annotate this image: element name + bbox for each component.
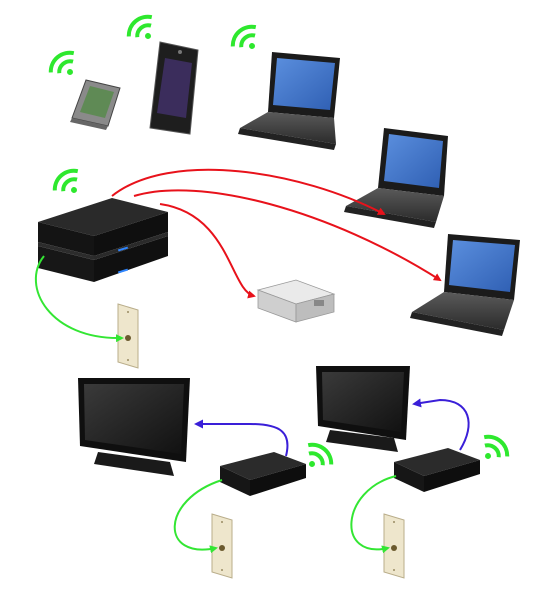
wifi-icon-tablet xyxy=(126,14,153,39)
tablet xyxy=(149,41,199,135)
coax-line-stb-right-to-outlet xyxy=(350,475,397,554)
gateway-led-bottom xyxy=(117,268,129,274)
video-line-stb-right-to-tv-right xyxy=(412,398,470,451)
laptop-top xyxy=(238,52,340,150)
set-top-box-left xyxy=(220,452,306,496)
laptop-right-1 xyxy=(344,128,448,228)
smartphone xyxy=(70,79,121,130)
coax-outlet-right xyxy=(383,513,405,579)
wifi-icon-phone xyxy=(48,50,75,75)
gateway-led-top xyxy=(117,246,129,252)
ethernet-line-gateway-to-laptop-right-1 xyxy=(111,168,386,215)
tv-left xyxy=(78,378,190,476)
wifi-icon-set-top-box-left xyxy=(307,442,334,467)
video-line-stb-left-to-tv-left xyxy=(194,419,289,457)
home-gateway xyxy=(38,198,168,282)
wifi-icon-laptop xyxy=(230,24,257,49)
tv-right xyxy=(316,366,410,452)
laptop-right-2 xyxy=(410,234,520,336)
ethernet-line-gateway-to-adapter xyxy=(159,203,256,299)
ethernet-line-gateway-to-laptop-right-2 xyxy=(133,189,442,282)
set-top-box-right xyxy=(394,448,480,492)
coax-line-stb-left-to-outlet xyxy=(173,479,223,554)
coax-line-gateway-to-outlet-top xyxy=(34,255,124,343)
wifi-icon-set-top-box-right xyxy=(483,434,510,459)
network-adapter xyxy=(256,279,336,323)
coax-outlet-top xyxy=(117,303,139,369)
wifi-icon-gateway xyxy=(52,168,79,193)
coax-outlet-left xyxy=(211,513,233,579)
